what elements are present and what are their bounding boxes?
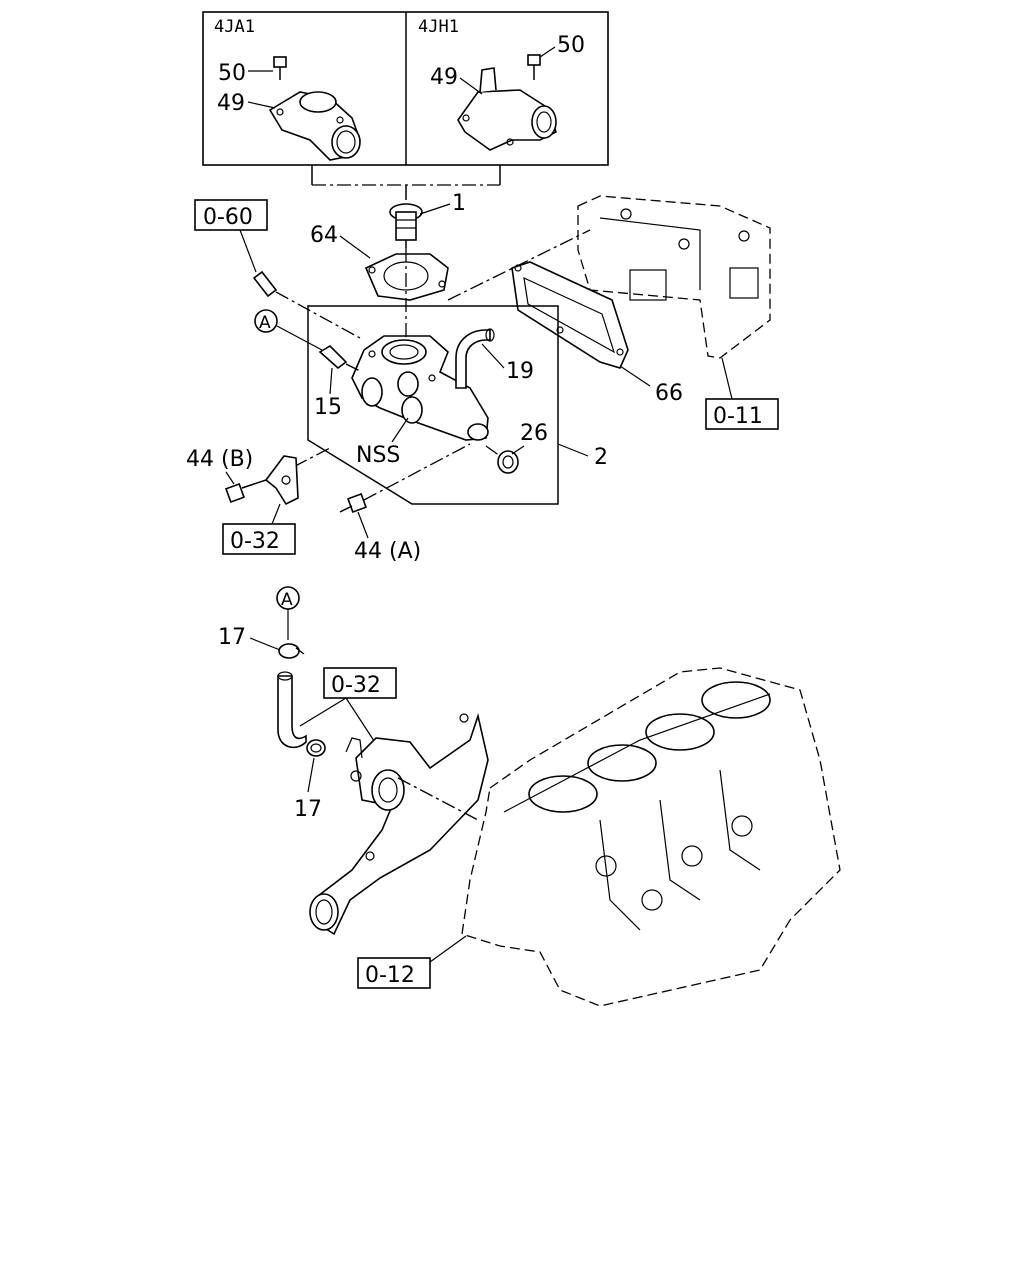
cylinder-block-outline [461,667,841,1007]
hose-clamp-17-bottom [306,739,326,757]
part-label-50-right: 50 [557,33,585,58]
thermostat-housing-body [351,335,489,441]
callout-a-bottom-label: A [281,590,293,610]
thermostat [389,203,423,248]
part-label-49-right: 49 [430,65,458,90]
ref-label-0-11: 0-11 [713,404,763,429]
callout-a-top: A [254,309,323,351]
part-label-1: 1 [452,191,466,216]
gasket-64 [364,253,449,301]
part-label-26: 26 [520,421,548,446]
variant-header-4ja1: 4JA1 [214,17,255,37]
thermostat-housing-4jh1 [457,67,557,151]
fitting-15 [318,344,363,373]
ref-box-0-12: 0-12 [357,957,431,989]
gasket-66 [511,261,629,369]
bolt-44a [339,443,471,513]
ref-label-0-32-upper: 0-32 [230,529,280,554]
bracket-clip [264,455,299,506]
part-label-66: 66 [655,381,683,406]
part-label-44b: 44 (B) [186,447,253,472]
temperature-sensor [252,270,361,339]
callout-a-bottom: A [276,586,300,640]
o-ring-26 [485,445,519,474]
assembly-2-outline [307,305,559,505]
ref-box-0-60: 0-60 [194,199,268,231]
ref-box-0-32-upper: 0-32 [222,523,296,555]
bypass-pipe-19 [455,328,495,389]
part-label-64: 64 [310,223,338,248]
ref-label-0-12: 0-12 [365,963,415,988]
cylinder-head-outline [577,195,771,359]
water-inlet-pipe [309,713,489,936]
bolt-50-4ja1 [273,56,287,80]
part-label-17-bottom: 17 [294,797,322,822]
ref-box-0-11: 0-11 [705,398,779,430]
part-label-15: 15 [314,395,342,420]
part-label-nss: NSS [356,443,400,468]
variant-bracket [311,165,501,200]
part-label-17-top: 17 [218,625,246,650]
part-label-44a: 44 (A) [354,539,421,564]
part-label-50-left: 50 [218,61,246,86]
callout-a-top-label: A [259,313,271,333]
ref-label-0-32-lower: 0-32 [331,673,381,698]
variant-header-4jh1: 4JH1 [418,17,459,37]
hose-clamp-17-top [278,643,305,659]
part-label-19: 19 [506,359,534,384]
bolt-50-4jh1 [527,54,541,80]
coolant-hose [277,671,307,749]
ref-box-0-32-lower: 0-32 [323,667,397,699]
variant-box: 4JA1 4JH1 50 49 [202,11,609,166]
thermostat-housing-4ja1 [268,91,361,161]
part-label-49-left: 49 [217,91,245,116]
ref-label-0-60: 0-60 [203,205,253,230]
part-label-2: 2 [594,445,608,470]
